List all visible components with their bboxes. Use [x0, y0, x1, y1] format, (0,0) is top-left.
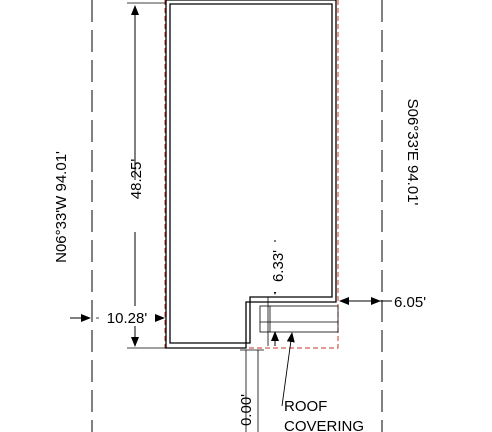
right-bearing-label: S06°33'E 94.01' — [404, 99, 421, 206]
dim-notch-label: 6.33' — [270, 250, 287, 282]
dim-left-offset-label: 10.28' — [107, 310, 148, 327]
left-bearing-label: N06°33'W 94.01' — [53, 151, 70, 263]
building-outline-inner — [169, 3, 333, 344]
roof-note-line1: ROOF — [284, 398, 327, 415]
roof-note-line2: COVERING — [284, 418, 364, 432]
property-line — [164, 0, 339, 349]
building-outline-outer — [165, 0, 337, 349]
roof-note-leader — [281, 332, 295, 407]
roof-covering-area — [259, 305, 339, 333]
dim-right-offset-label: 6.05' — [394, 294, 426, 311]
dim-bottom-label: 0.00' — [238, 394, 255, 426]
dim-height-label: 48.25' — [128, 159, 145, 200]
